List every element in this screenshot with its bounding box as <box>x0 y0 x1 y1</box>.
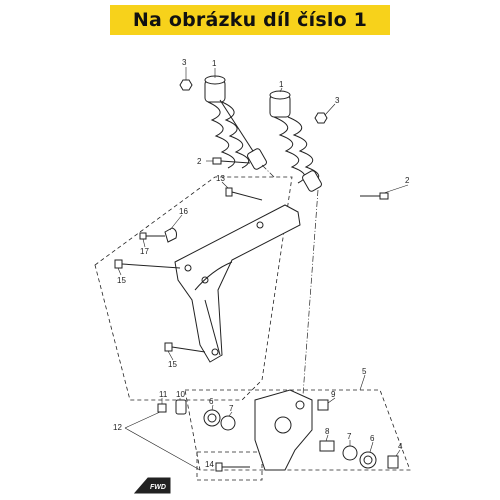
callout-2-right: 2 <box>405 176 410 185</box>
callout-2-left: 2 <box>197 157 202 166</box>
title-banner: Na obrázku díl číslo 1 <box>110 5 390 35</box>
knuckle-5 <box>254 389 313 471</box>
callout-14: 14 <box>205 460 214 469</box>
fwd-arrow <box>133 477 171 494</box>
rear-bracket <box>174 204 301 363</box>
nut-4 <box>387 455 399 469</box>
callout-11: 11 <box>159 390 168 399</box>
callout-4: 4 <box>398 442 403 451</box>
callout-16: 16 <box>179 207 188 216</box>
bolt-15-upper <box>114 259 181 269</box>
bolt-14-outline <box>196 451 263 481</box>
callout-7-right: 7 <box>347 432 352 441</box>
callout-3-left: 3 <box>182 58 187 67</box>
bolt-15-lower <box>164 342 206 353</box>
screw-17 <box>139 232 165 240</box>
bolt-2-left <box>212 157 251 165</box>
callout-6-right: 6 <box>370 434 375 443</box>
callout-13: 13 <box>216 174 225 183</box>
bracket-group-outline <box>94 176 293 401</box>
collar-10 <box>175 399 187 415</box>
nut-9 <box>317 399 329 411</box>
clip-16 <box>164 227 177 243</box>
fwd-label: FWD <box>150 484 166 491</box>
bearing-6-left <box>203 409 221 427</box>
bearing-6-right <box>359 451 377 469</box>
callout-9: 9 <box>331 390 336 399</box>
nut-3-right <box>314 112 328 124</box>
shock-absorber-left <box>204 75 267 170</box>
banner-title: Na obrázku díl číslo 1 <box>132 9 368 31</box>
bolt-2-right <box>360 192 389 200</box>
callout-15-upper: 15 <box>117 276 126 285</box>
callout-10: 10 <box>176 390 185 399</box>
callout-8: 8 <box>325 427 330 436</box>
bolt-14 <box>215 462 250 472</box>
shock-absorber-right <box>269 90 322 192</box>
nut-11 <box>157 403 167 413</box>
callout-6-left: 6 <box>209 397 214 406</box>
callout-1-right: 1 <box>279 80 284 89</box>
seal-7-left <box>220 415 236 431</box>
callout-3-right: 3 <box>335 96 340 105</box>
callout-15-lower: 15 <box>168 360 177 369</box>
bolt-13 <box>225 187 263 201</box>
callout-12: 12 <box>113 423 122 432</box>
collar-8 <box>319 440 335 452</box>
knuckle-group-outline <box>184 389 411 471</box>
seal-7-right <box>342 445 358 461</box>
callout-1-left: 1 <box>212 59 217 68</box>
nut-3-left <box>179 79 193 91</box>
callout-17: 17 <box>140 247 149 256</box>
callout-5: 5 <box>362 367 367 376</box>
callout-7-left: 7 <box>229 404 234 413</box>
